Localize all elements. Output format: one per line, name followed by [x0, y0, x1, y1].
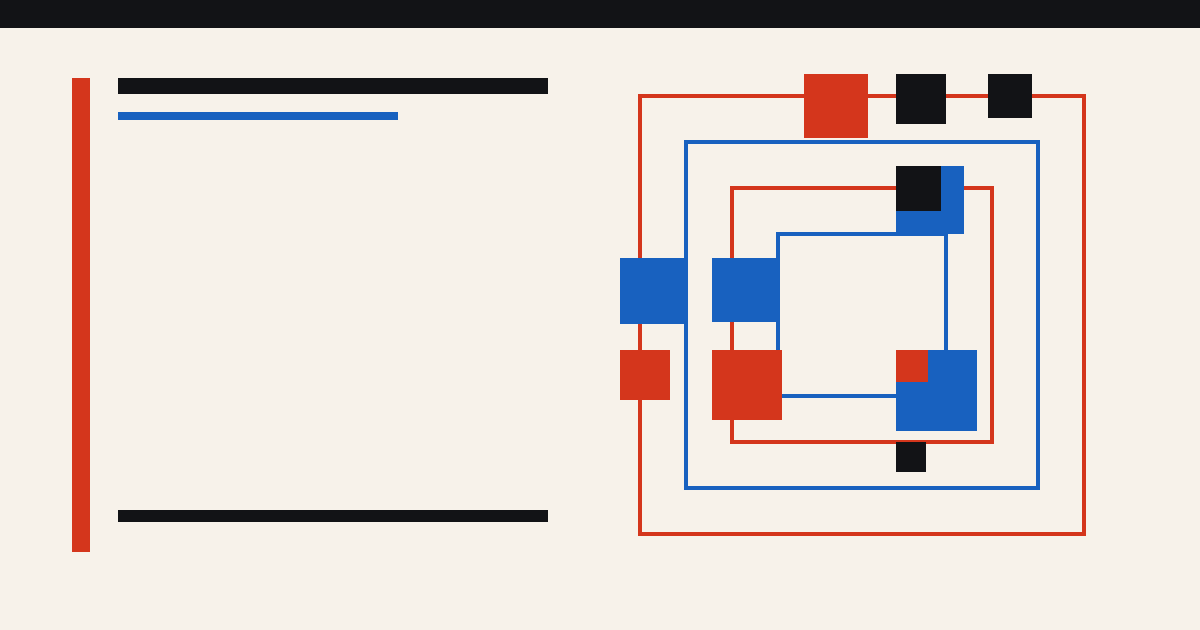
block-2: [896, 74, 946, 124]
block-5: [896, 166, 941, 211]
top-bar: [0, 0, 1200, 28]
accent-underline-bar: [118, 112, 398, 120]
block-11: [896, 350, 928, 382]
block-9: [712, 350, 782, 420]
block-3: [988, 74, 1032, 118]
left-vertical-rule: [72, 78, 90, 552]
block-1: [804, 74, 868, 138]
block-6: [620, 258, 688, 324]
footer-placeholder-bar: [118, 510, 548, 522]
block-7: [712, 258, 780, 322]
block-12: [896, 442, 926, 472]
title-placeholder-bar: [118, 78, 548, 94]
block-8: [620, 350, 670, 400]
